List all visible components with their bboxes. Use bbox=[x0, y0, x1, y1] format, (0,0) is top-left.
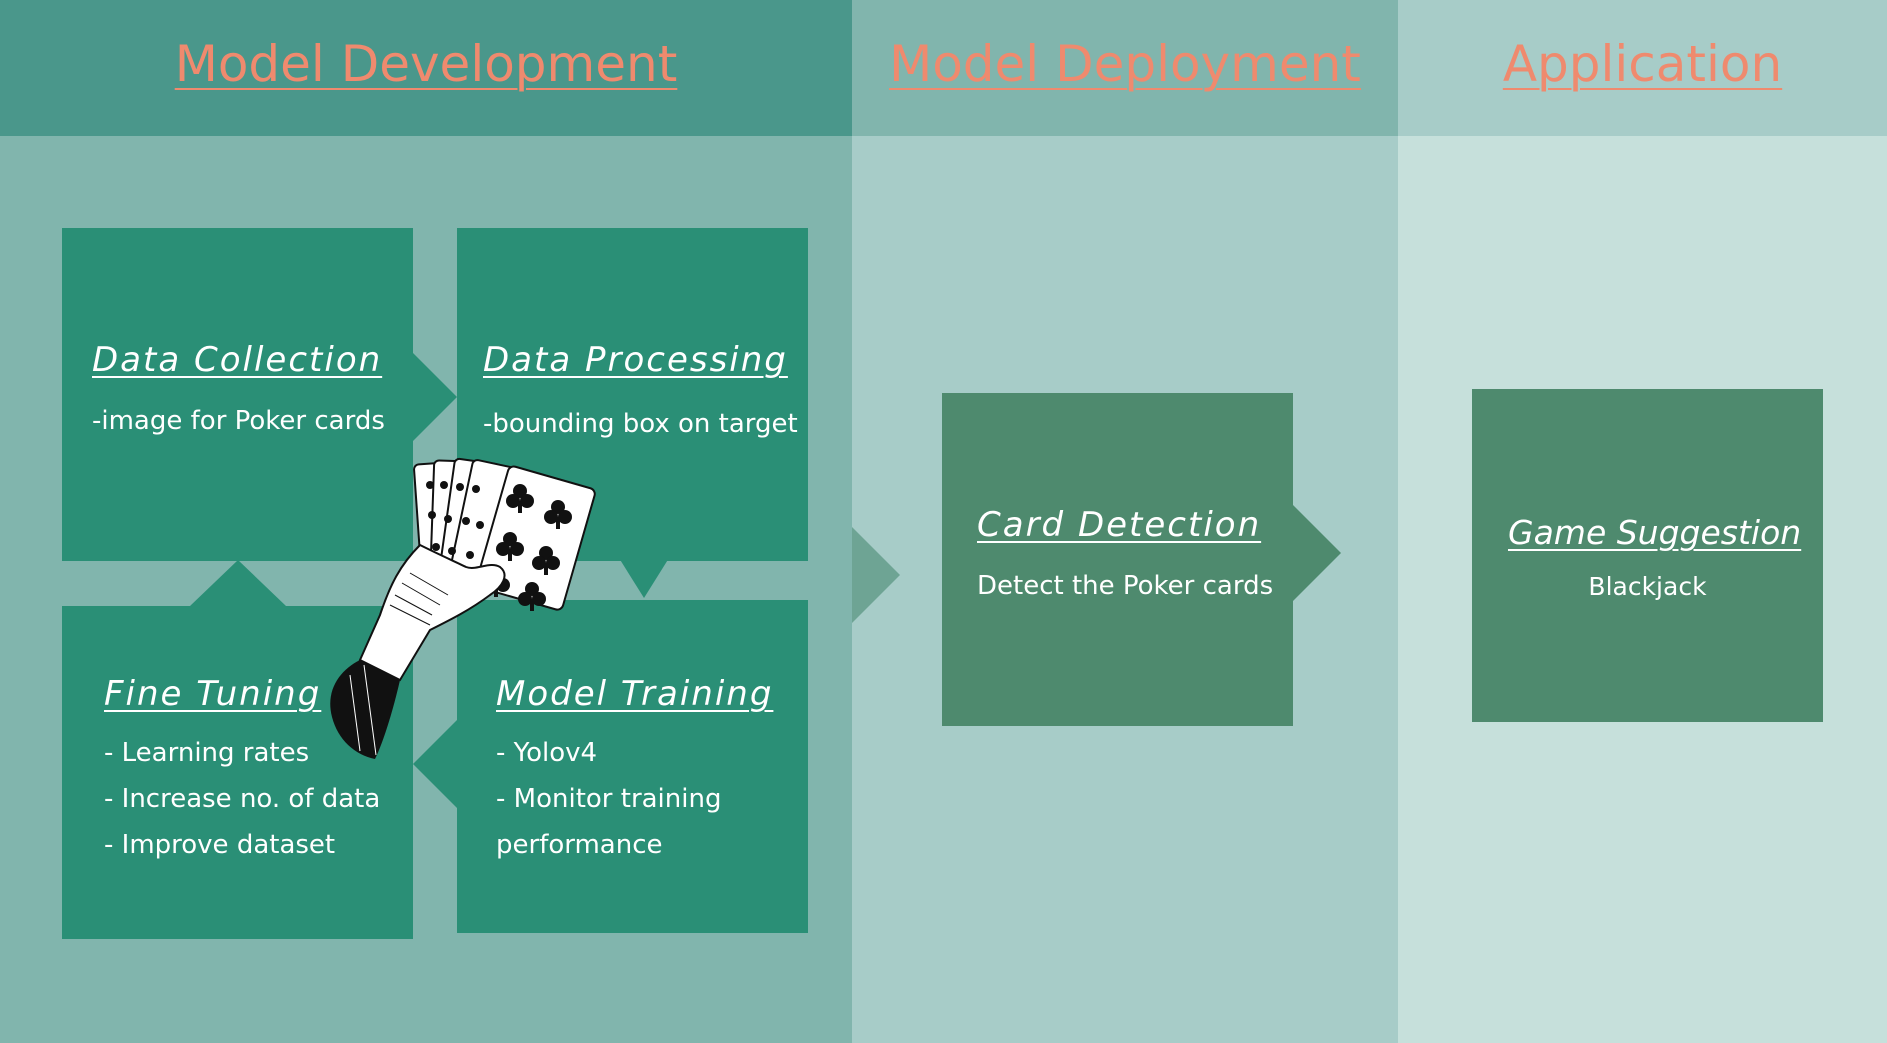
card-detection-title: Card Detection bbox=[977, 505, 1262, 545]
model-deployment-header: Model Deployment bbox=[852, 0, 1398, 136]
card-detection-box: Card Detection Detect the Poker cards bbox=[942, 393, 1293, 726]
fine-tuning-list: - Learning rates - Increase no. of data … bbox=[104, 730, 380, 868]
model-training-item: - Yolov4 bbox=[496, 738, 598, 768]
collection-to-processing-arrow-icon bbox=[413, 353, 457, 441]
data-collection-text: -image for Poker cards bbox=[92, 406, 385, 436]
data-processing-title: Data Processing bbox=[483, 340, 788, 380]
game-suggestion-title: Game Suggestion bbox=[1508, 513, 1802, 552]
model-deployment-title: Model Deployment bbox=[889, 35, 1361, 93]
model-development-header: Model Development bbox=[0, 0, 852, 136]
training-to-finetuning-arrow-icon bbox=[413, 720, 457, 808]
game-suggestion-box: Game Suggestion Blackjack bbox=[1472, 389, 1823, 722]
data-processing-text: -bounding box on target bbox=[483, 409, 798, 439]
model-development-title: Model Development bbox=[174, 35, 678, 93]
fine-tuning-item: - Improve dataset bbox=[104, 830, 336, 860]
application-header: Application bbox=[1398, 0, 1887, 136]
fine-tuning-item: - Increase no. of data bbox=[104, 784, 381, 814]
data-collection-title: Data Collection bbox=[92, 340, 383, 380]
application-title: Application bbox=[1502, 35, 1783, 93]
data-collection-box: Data Collection -image for Poker cards bbox=[62, 228, 413, 561]
card-detection-text: Detect the Poker cards bbox=[977, 571, 1274, 601]
fine-tuning-item: - Learning rates bbox=[104, 738, 310, 768]
fine-tuning-box: Fine Tuning - Learning rates - Increase … bbox=[62, 606, 413, 939]
game-suggestion-text: Blackjack bbox=[1588, 572, 1707, 601]
hand-holding-cards-icon bbox=[330, 457, 596, 759]
model-training-item: - Monitor training bbox=[496, 784, 722, 814]
development-to-deployment-arrow-icon bbox=[852, 527, 900, 623]
finetuning-to-collection-arrow-icon bbox=[190, 560, 286, 606]
fine-tuning-title: Fine Tuning bbox=[104, 674, 322, 714]
model-training-item: performance bbox=[496, 830, 663, 860]
model-training-box: Model Training - Yolov4 - Monitor traini… bbox=[457, 600, 808, 933]
model-training-title: Model Training bbox=[496, 674, 774, 714]
detection-to-suggestion-arrow-icon bbox=[1293, 505, 1341, 601]
processing-to-training-arrow-icon bbox=[619, 558, 669, 598]
model-training-list: - Yolov4 - Monitor training performance bbox=[496, 730, 721, 868]
